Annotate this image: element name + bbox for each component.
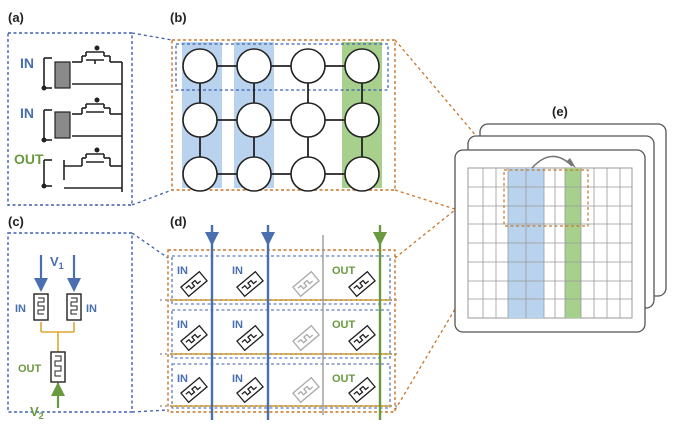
panel-e-arrow-head	[566, 158, 576, 168]
panel-c-wires	[40, 322, 75, 352]
panel-c-label: (c)	[8, 214, 24, 229]
panel-d-label: (d)	[170, 214, 187, 229]
panel-d-column-arrows	[205, 232, 387, 246]
panel-d-r1-c4-label: OUT	[332, 265, 356, 277]
panel-c-resistor-meanders	[37, 297, 78, 377]
panel-c-v1-label: V1	[50, 254, 64, 271]
panel-c-v2-label: V2	[30, 404, 44, 421]
panel-d-r2-c2-label: IN	[232, 319, 243, 331]
panel-a-row1-label: IN	[20, 55, 34, 71]
panel-e-selection-frame	[503, 169, 589, 227]
panel-c-in-right-label: IN	[86, 303, 97, 315]
panel-d-r2-c4-label: OUT	[332, 319, 356, 331]
panel-d-column-wires	[210, 225, 382, 420]
panel-c-in-left-label: IN	[15, 303, 26, 315]
panel-e-label: (e)	[552, 104, 568, 119]
panel-d-r3-c2-label: IN	[232, 373, 243, 385]
panel-c-out-label: OUT	[18, 363, 42, 375]
panel-a-row2-label: IN	[20, 105, 34, 121]
panel-d-r2-c1-label: IN	[177, 319, 188, 331]
panel-c-arrows	[34, 255, 81, 408]
panel-d-row-frames	[171, 255, 391, 409]
panel-b-nodes	[182, 48, 380, 192]
panel-d-r3-c1-label: IN	[177, 373, 188, 385]
panel-d-devices	[180, 270, 376, 404]
panel-d-r3-c4-label: OUT	[332, 373, 356, 385]
panel-b-input-row-marker	[175, 43, 389, 91]
panel-d-r1-c1-label: IN	[177, 265, 188, 277]
panel-d-r1-c2-label: IN	[232, 265, 243, 277]
panel-a-devices	[41, 45, 100, 189]
panel-d-grey-wires	[160, 235, 400, 415]
panel-a-label: (a)	[8, 10, 24, 25]
panel-b-label: (b)	[170, 10, 187, 25]
panel-a-row3-label: OUT	[14, 151, 44, 167]
panel-e-grid-lines	[468, 168, 632, 318]
panel-c-frame	[7, 232, 133, 413]
